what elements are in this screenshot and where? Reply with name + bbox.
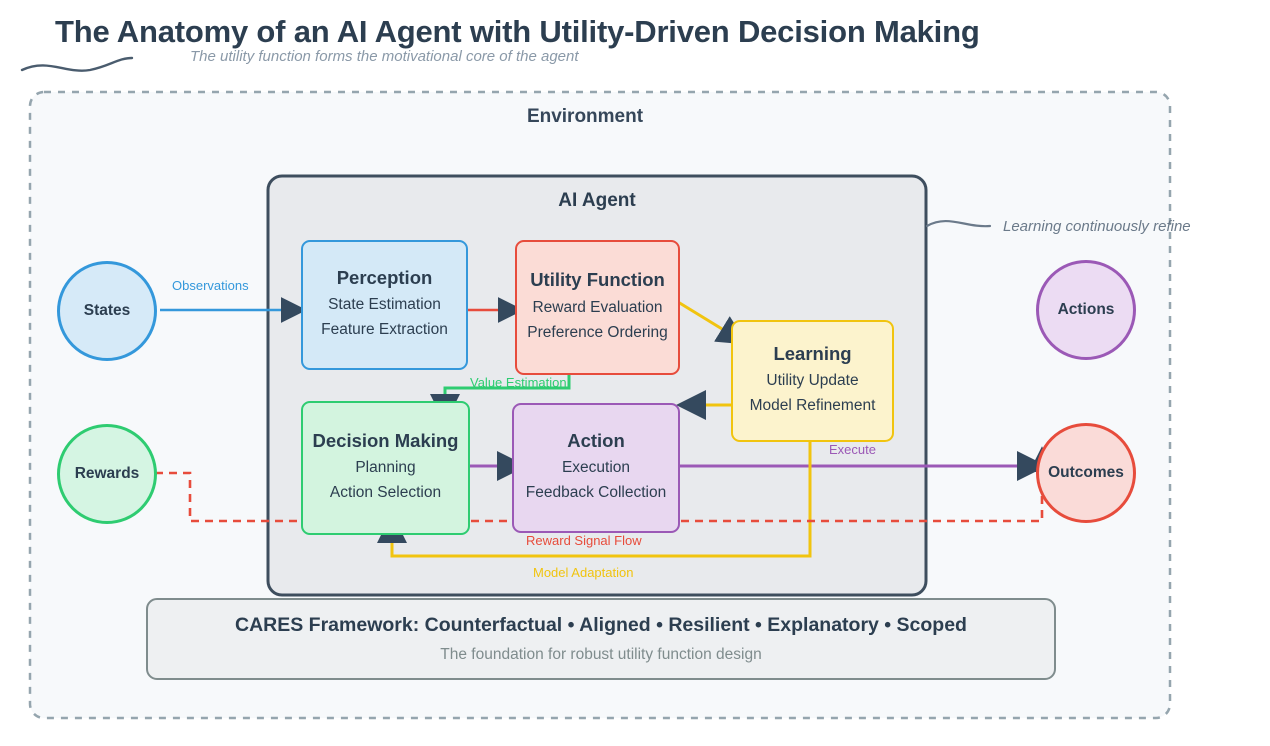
circle-outcomes[interactable]: Outcomes xyxy=(1036,423,1136,523)
box-decision-making[interactable]: Decision Making Planning Action Selectio… xyxy=(301,401,470,535)
cares-framework-panel: CARES Framework: Counterfactual • Aligne… xyxy=(146,598,1056,680)
box-action[interactable]: Action Execution Feedback Collection xyxy=(512,403,680,533)
box-learning-line-1: Utility Update xyxy=(766,372,859,390)
box-decision-making-title: Decision Making xyxy=(312,429,459,451)
circle-actions-label: Actions xyxy=(1057,301,1115,318)
edge-value-estimation xyxy=(430,375,571,424)
box-learning[interactable]: Learning Utility Update Model Refinement xyxy=(731,320,894,442)
page-title: The Anatomy of an AI Agent with Utility-… xyxy=(55,14,980,49)
circle-states-label: States xyxy=(83,302,131,319)
squiggle-decoration-right xyxy=(925,220,992,228)
box-utility-function-line-1: Reward Evaluation xyxy=(532,298,663,316)
edge-label-value-estimation: Value Estimation xyxy=(470,375,567,390)
box-action-title: Action xyxy=(567,429,625,451)
box-learning-line-2: Model Refinement xyxy=(749,397,876,415)
box-perception-line-1: State Estimation xyxy=(328,296,441,314)
edge-label-observations: Observations xyxy=(172,278,249,293)
edge-label-execute: Execute xyxy=(829,442,876,457)
edge-utility-learning xyxy=(677,300,748,345)
circle-states[interactable]: States xyxy=(57,261,157,361)
environment-label: Environment xyxy=(526,106,644,127)
side-note: Learning continuously refine xyxy=(1003,218,1191,235)
box-decision-making-line-2: Action Selection xyxy=(329,484,442,502)
cares-caption: The foundation for robust utility functi… xyxy=(440,646,762,663)
edge-label-model-adaptation: Model Adaptation xyxy=(533,565,634,580)
circle-outcomes-label: Outcomes xyxy=(1048,464,1124,481)
edge-label-reward-signal-flow: Reward Signal Flow xyxy=(526,533,642,548)
circle-rewards-label: Rewards xyxy=(74,465,140,482)
edge-reward-signal-flow xyxy=(155,446,1055,523)
squiggle-decoration-left xyxy=(20,56,134,72)
ai-agent-label: AI Agent xyxy=(558,190,636,211)
box-utility-function[interactable]: Utility Function Reward Evaluation Prefe… xyxy=(515,240,680,375)
cares-heading: CARES Framework: Counterfactual • Aligne… xyxy=(235,614,967,636)
box-action-line-1: Execution xyxy=(561,459,631,477)
box-utility-function-title: Utility Function xyxy=(530,269,665,291)
box-utility-function-line-2: Preference Ordering xyxy=(527,323,668,341)
page-subtitle: The utility function forms the motivatio… xyxy=(190,48,579,65)
box-learning-title: Learning xyxy=(773,342,852,364)
box-action-line-2: Feedback Collection xyxy=(525,484,667,502)
box-perception-line-2: Feature Extraction xyxy=(321,321,448,339)
circle-actions[interactable]: Actions xyxy=(1036,260,1136,360)
box-perception[interactable]: Perception State Estimation Feature Extr… xyxy=(301,240,468,370)
edge-model-adaptation xyxy=(377,442,812,558)
circle-rewards[interactable]: Rewards xyxy=(57,424,157,524)
box-perception-title: Perception xyxy=(336,266,433,288)
box-decision-making-line-1: Planning xyxy=(355,459,416,477)
